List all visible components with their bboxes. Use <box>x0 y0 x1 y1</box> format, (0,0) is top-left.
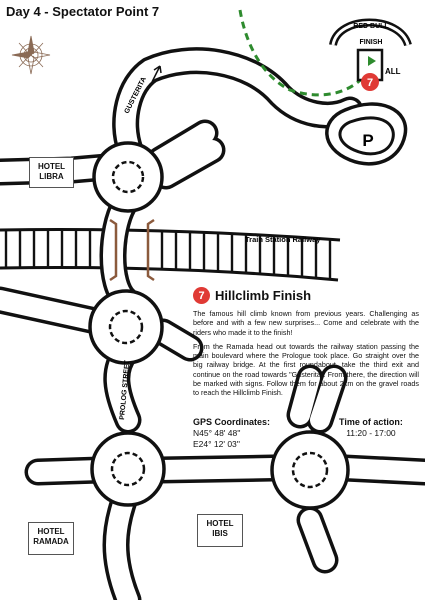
gusterita-arrow-icon <box>151 65 162 83</box>
gps-block: GPS Coordinates: N45° 48' 48'' E24° 12' … <box>193 417 270 450</box>
railway <box>0 227 341 282</box>
finish-arch: RED BULL FINISH 7 ALL <box>329 18 412 91</box>
hotel-libra-line2: LIBRA <box>39 172 64 181</box>
spectator-point-marker <box>361 73 379 91</box>
time-label: Time of action: <box>339 417 403 427</box>
hotel-ibis-line1: HOTEL <box>206 519 234 528</box>
parking-label: P <box>362 131 373 150</box>
roundabout-south <box>90 431 166 507</box>
time-block: Time of action: 11:20 - 17:00 <box>339 417 403 439</box>
compass-rose-icon <box>11 35 51 75</box>
hotel-ramada: HOTEL RAMADA <box>28 522 74 555</box>
red-bull-label: RED BULL <box>353 23 389 30</box>
parking-area: P <box>325 102 408 166</box>
info-description: The famous hill climb known from previou… <box>193 309 419 337</box>
road-network <box>0 47 425 600</box>
hotel-libra: HOTEL LIBRA <box>29 157 74 188</box>
hotel-ramada-line1: HOTEL <box>37 527 65 536</box>
hotel-libra-line1: HOTEL <box>37 162 66 171</box>
hotel-ibis-line2: IBIS <box>212 529 228 538</box>
info-title: Hillclimb Finish <box>215 288 312 303</box>
roundabout-east <box>270 430 350 510</box>
roundabout-middle <box>88 289 164 365</box>
hotel-ramada-line2: RAMADA <box>33 537 69 546</box>
gps-label: GPS Coordinates: <box>193 417 271 427</box>
finish-flag-icon <box>368 56 376 66</box>
svg-text:7: 7 <box>367 77 373 89</box>
route-to-finish <box>238 9 370 97</box>
gps-north: N45° 48' 48'' <box>193 428 241 438</box>
finish-label: FINISH <box>360 39 383 46</box>
gps-east: E24° 12' 03'' <box>193 439 241 449</box>
spectator-number-badge: 7 <box>193 287 210 304</box>
info-directions: From the Ramada head out towards the rai… <box>193 341 419 398</box>
railway-bridge <box>109 218 155 282</box>
time-value: 11:20 - 17:00 <box>346 428 396 438</box>
hotel-ibis: HOTEL IBIS <box>197 514 243 547</box>
railway-label: Train Station Railway <box>245 235 321 244</box>
roundabout-north <box>92 141 164 213</box>
page-title: Day 4 - Spectator Point 7 <box>6 4 160 19</box>
roundabouts <box>88 141 350 510</box>
info-panel: 7 Hillclimb Finish The famous hill climb… <box>193 287 419 398</box>
all-label: ALL <box>385 67 401 76</box>
